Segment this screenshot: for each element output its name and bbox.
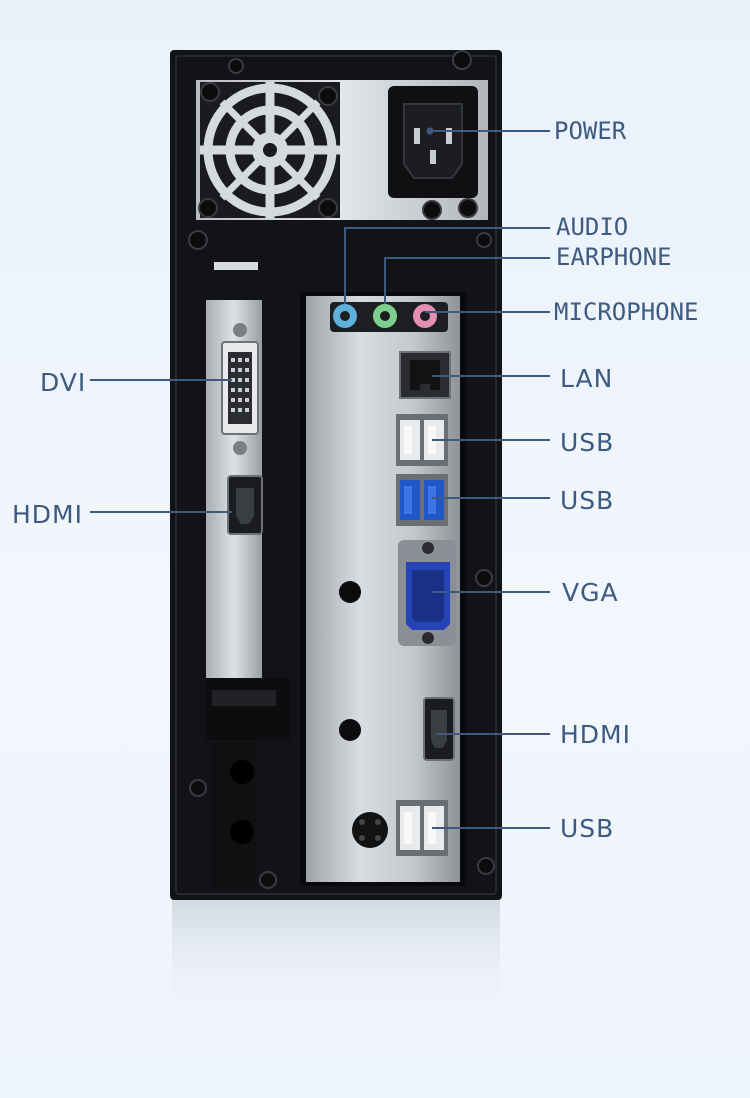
callout-lines [90, 127, 550, 829]
leader-audio [344, 227, 550, 304]
callout-label-hdmi-gpu: HDMI [12, 500, 83, 529]
board-hdmi-port [423, 697, 455, 761]
callout-label-audio: AUDIO [556, 213, 629, 241]
callout-label-microphone: MICROPHONE [554, 298, 699, 326]
callout-label-usb-1: USB [560, 428, 615, 457]
callout-label-hdmi-board: HDMI [560, 720, 631, 749]
dvi-port [221, 323, 259, 455]
vga-port [398, 540, 456, 646]
leader-earphone [384, 257, 550, 304]
callout-label-earphone: EARPHONE [556, 243, 672, 271]
power-socket [388, 86, 478, 198]
callout-label-usb-2: USB [560, 486, 615, 515]
mount-hole [339, 581, 361, 603]
case-screws [475, 569, 495, 875]
gpu-hdmi-port [227, 475, 263, 535]
callout-label-lan: LAN [560, 364, 614, 393]
round-connector [352, 812, 388, 848]
usb-port-pair-2 [396, 474, 448, 526]
floor-reflection [172, 900, 500, 1020]
audio-jacks [330, 302, 448, 332]
callout-label-power: POWER [554, 117, 627, 145]
psu-screws [188, 50, 492, 250]
psu-fan-grille [200, 82, 340, 218]
callout-label-usb-3: USB [560, 814, 615, 843]
callout-label-vga: VGA [562, 578, 619, 607]
mount-hole [339, 719, 361, 741]
callout-label-dvi: DVI [40, 368, 87, 397]
slot-latch [206, 678, 290, 740]
